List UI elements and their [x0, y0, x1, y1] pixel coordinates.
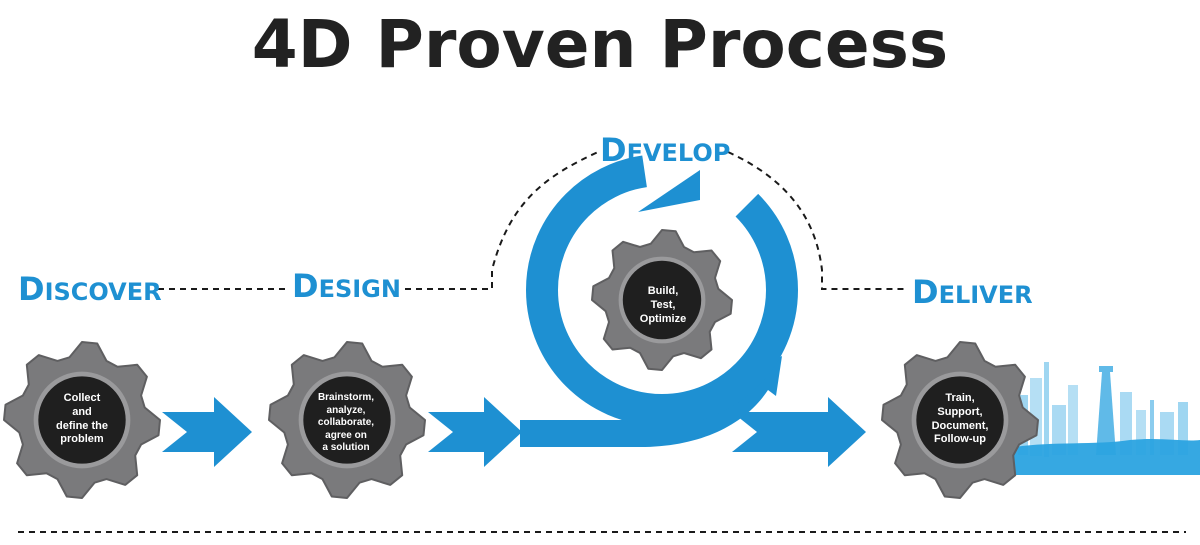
connector-develop-deliver [727, 151, 905, 290]
stage-initial: D [292, 267, 319, 305]
stage-label-design: Design [292, 270, 401, 302]
page-title: 4D Proven Process [251, 6, 949, 83]
stage-initial: D [600, 131, 627, 169]
gear-icon-design [268, 341, 426, 499]
arrow-design-develop [428, 397, 522, 467]
stage-label-develop: Develop [600, 134, 730, 166]
stage-name: esign [318, 275, 401, 303]
gear-icon-develop [591, 229, 733, 371]
gear-text-deliver: Train, Support, Document, Follow-up [931, 392, 989, 446]
stage-initial: D [18, 270, 45, 308]
arrow-develop-deliver [732, 397, 866, 467]
stage-name: eliver [938, 281, 1033, 309]
gear-text-discover: Collect and define the problem [56, 392, 108, 446]
stage-name: iscover [44, 278, 162, 306]
loop-arrowhead-icon [638, 170, 700, 212]
gear-icon-discover [3, 341, 161, 499]
iteration-loop [526, 154, 798, 427]
stage-initial: D [912, 273, 939, 311]
develop-swoosh-arrow [520, 356, 782, 447]
stage-label-deliver: Deliver [912, 276, 1033, 308]
city-skyline-icon [1000, 362, 1200, 475]
arrow-discover-design [162, 397, 252, 467]
flow-arrows [162, 154, 866, 467]
dashed-connectors [18, 151, 1186, 533]
gear-icon-deliver [881, 341, 1039, 499]
gear-text-design: Brainstorm, analyze, collaborate, agree … [317, 392, 375, 453]
stage-label-discover: Discover [18, 273, 162, 305]
gears [3, 229, 1039, 499]
stage-name: evelop [626, 139, 731, 167]
gear-text-develop: Build, Test, Optimize [639, 285, 687, 325]
